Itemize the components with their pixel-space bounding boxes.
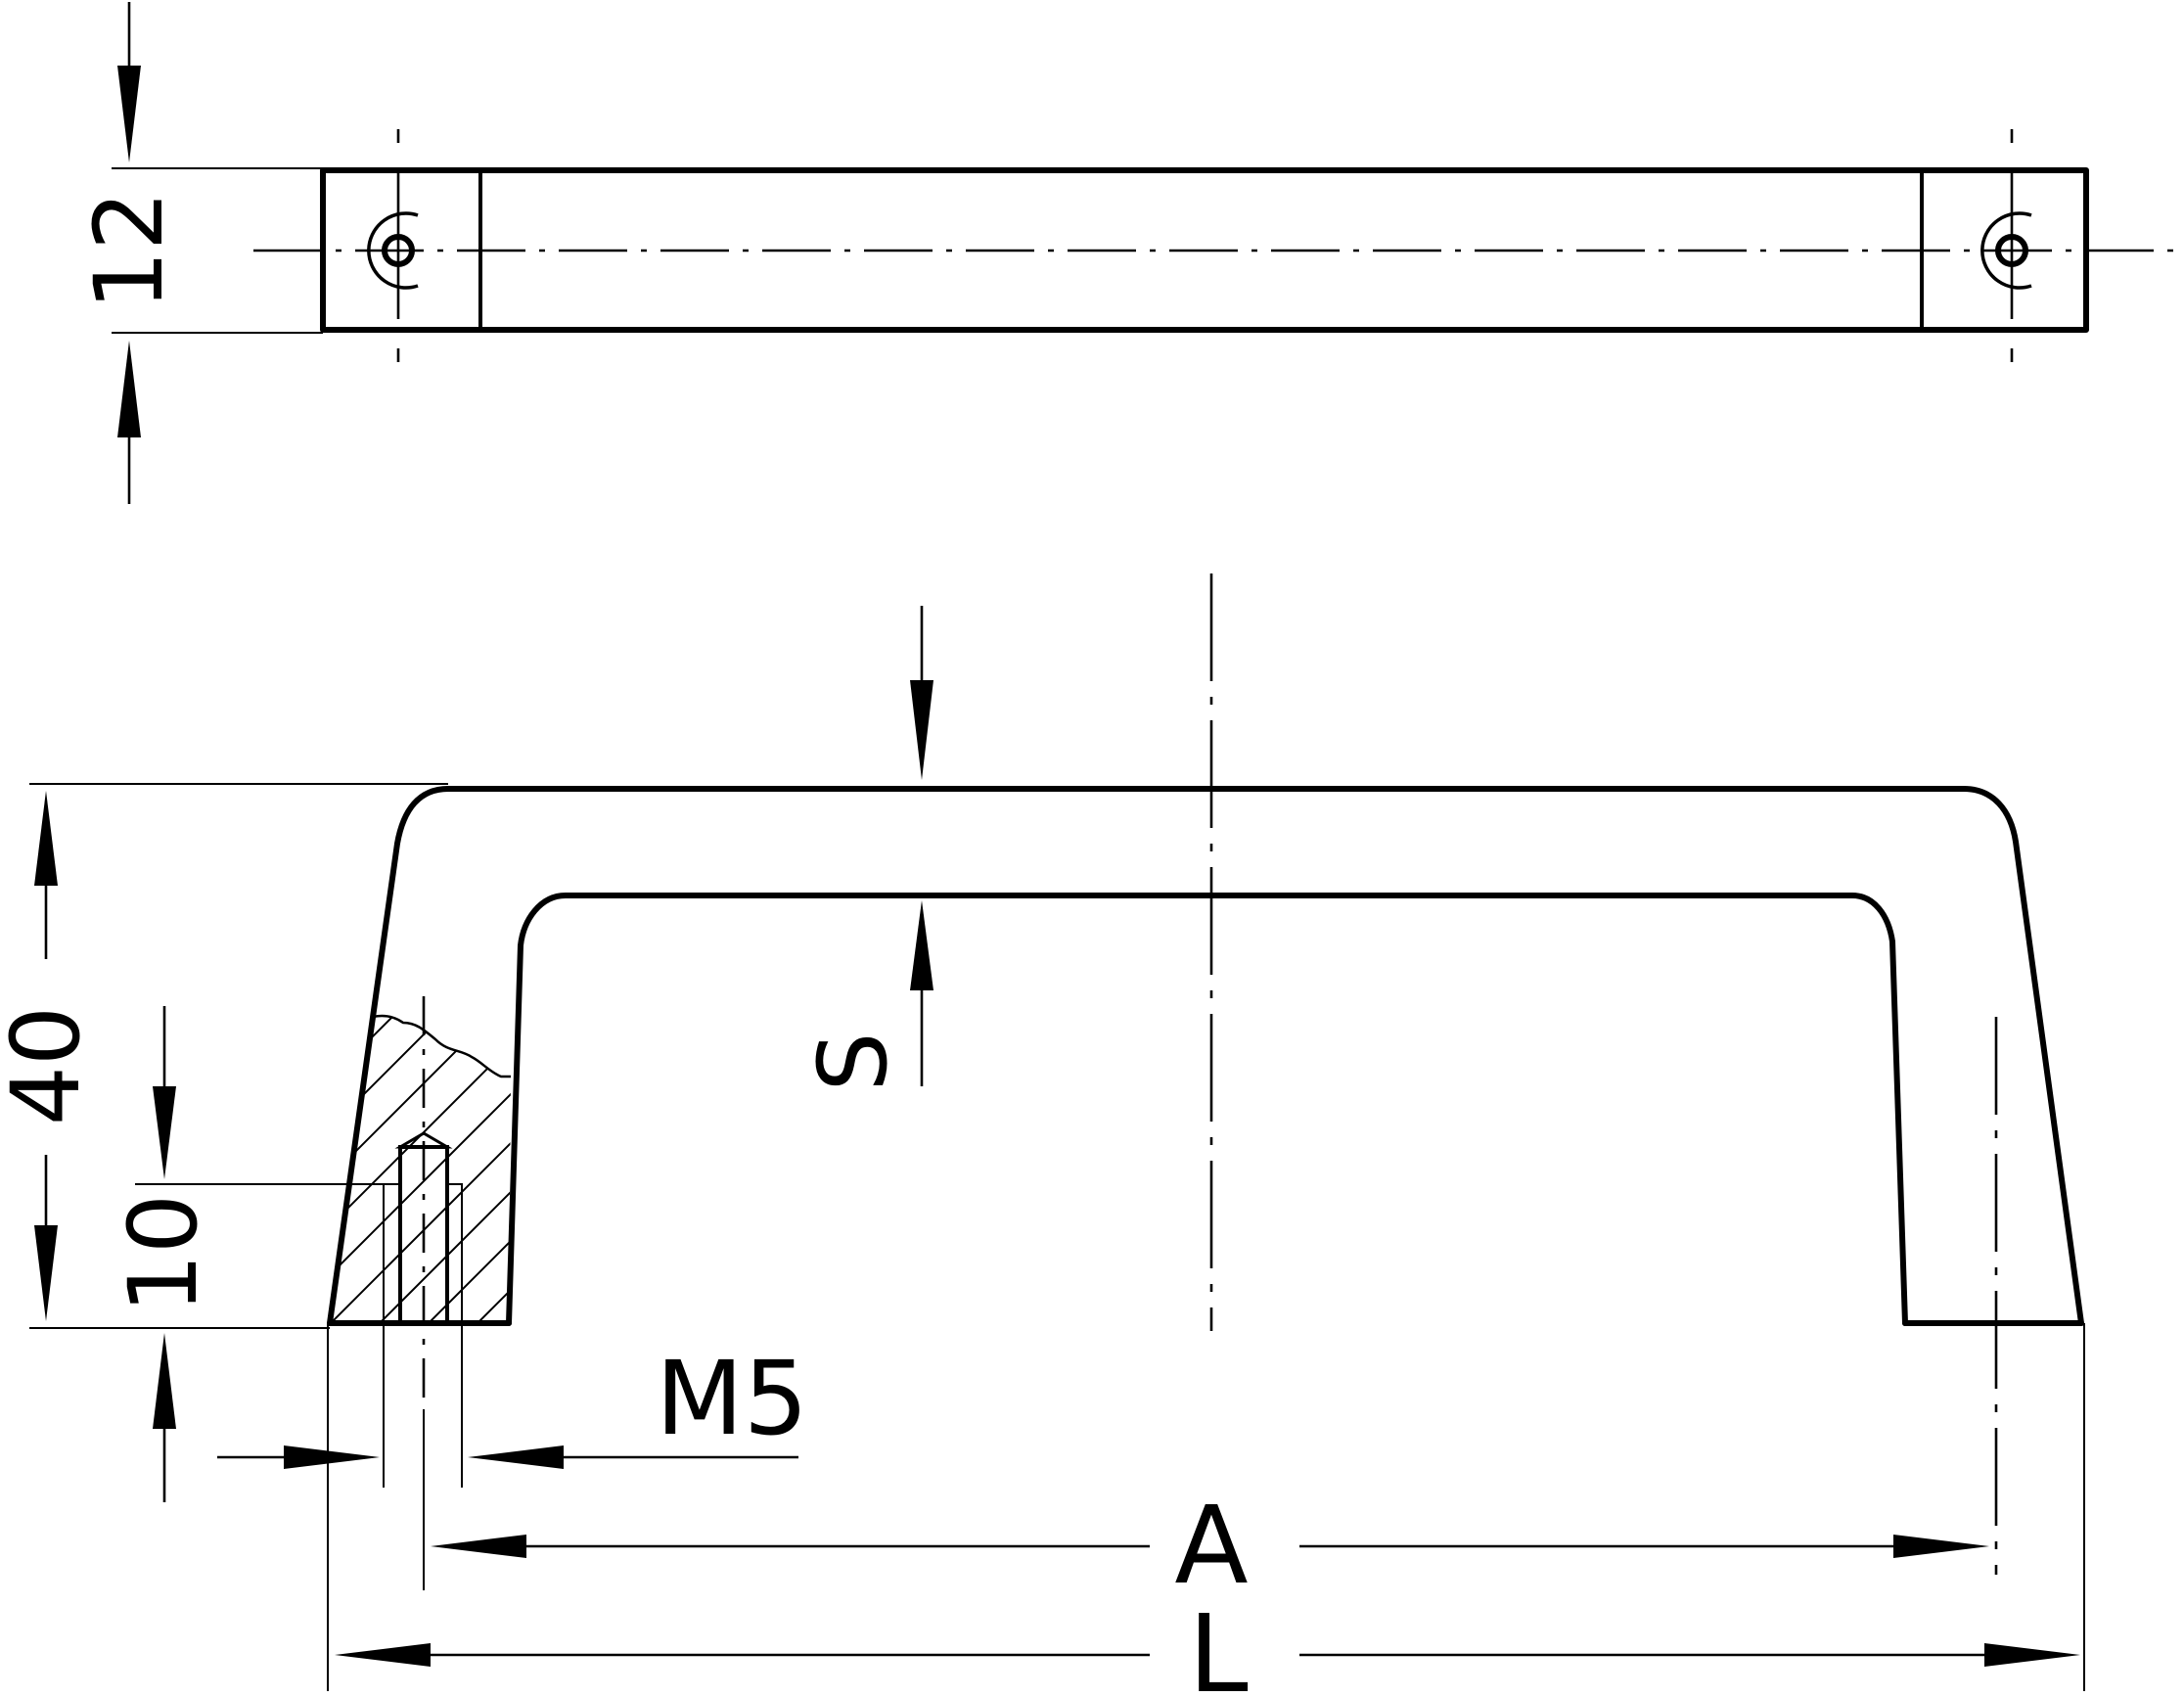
- dimension-wall-thickness: S: [798, 606, 933, 1091]
- dimension-height-label: 40: [0, 1006, 101, 1125]
- thread-major-right: [446, 1183, 463, 1324]
- dimension-thread: M5: [217, 1323, 808, 1488]
- dimension-thread-label: M5: [656, 1339, 808, 1458]
- dimension-overall-length-label: L: [1188, 1591, 1248, 1697]
- dimension-thread-depth: 10: [109, 1006, 384, 1502]
- dimension-width-label: 12: [74, 191, 184, 310]
- right-thread-hole-icon: [1980, 211, 2032, 290]
- dimension-thread-depth-label: 10: [109, 1194, 218, 1313]
- dimension-hole-spacing: A: [423, 1409, 1989, 1608]
- section-break-line: [372, 1014, 511, 1078]
- dimension-overall-length: L: [327, 1323, 2085, 1697]
- left-thread-hole-icon: [367, 211, 419, 290]
- dimension-hole-spacing-label: A: [1174, 1483, 1248, 1608]
- handle-inner-contour: [506, 893, 1908, 1326]
- handle-outer-contour: [327, 786, 2084, 1326]
- top-view: 12: [74, 2, 2176, 504]
- dimension-width: 12: [74, 2, 323, 504]
- thread-major-left: [383, 1183, 401, 1324]
- dimension-height: 40: [0, 783, 448, 1329]
- side-view: S 40 10 M5: [0, 573, 2085, 1697]
- dimension-wall-thickness-label: S: [798, 1032, 908, 1092]
